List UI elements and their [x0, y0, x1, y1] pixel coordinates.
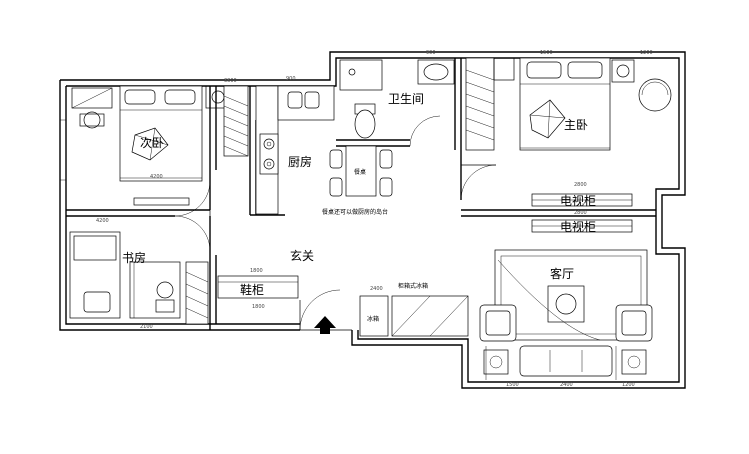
room-label-living: 客厅 [550, 266, 574, 281]
dim-4: 2800 [574, 182, 587, 188]
dimension-marks: 4200 4200 3300 2800 2800 1800 1800 1500 … [96, 50, 653, 388]
room-label-bedroom2: 次卧 [140, 136, 164, 150]
dim-14: 1500 [540, 50, 553, 56]
bedroom2-furniture [60, 85, 232, 206]
room-label-bathroom: 卫生间 [388, 92, 424, 106]
room-label-shoe-cabinet: 鞋柜 [240, 282, 264, 297]
living-furniture [479, 249, 653, 377]
master-furniture [519, 57, 672, 151]
dim-9: 1200 [622, 382, 635, 388]
dim-11: 2400 [370, 286, 383, 292]
dim-8: 1500 [506, 382, 519, 388]
dim-13: 900 [426, 50, 436, 56]
kitchen-furniture [255, 85, 335, 215]
wardrobe-bedroom2 [223, 85, 249, 157]
dim-12: 900 [286, 76, 296, 82]
dim-7: 1800 [252, 304, 265, 310]
room-label-study: 书房 [122, 250, 146, 265]
fridge-label: 冰箱 [367, 315, 379, 323]
fridge-cabinet-note: 柜箱式冰箱 [398, 282, 428, 290]
dim-16: 1200 [640, 50, 653, 56]
room-label-tv2: 电视柜 [560, 219, 596, 234]
room-label-kitchen: 厨房 [288, 154, 312, 169]
dim-3: 3300 [224, 78, 237, 84]
dining-table [329, 145, 393, 197]
dim-2: 4200 [150, 174, 163, 180]
dining-table-label: 餐桌 [354, 168, 366, 176]
tv-cabinets [531, 193, 633, 233]
dim-5: 2800 [574, 210, 587, 216]
dim-15: 2100 [140, 324, 153, 330]
room-label-foyer: 玄关 [290, 248, 314, 263]
dining-table-note: 餐桌还可以做厨房的岛台 [322, 208, 388, 216]
bathroom-fixtures [339, 59, 455, 147]
shoe-cabinet [217, 275, 299, 299]
study-furniture [69, 231, 209, 325]
fridge-cabinet [359, 295, 469, 337]
entrance-arrow-icon [314, 316, 336, 334]
dim-6: 1800 [250, 268, 263, 274]
dim-10: 2400 [560, 382, 573, 388]
room-label-tv1: 电视柜 [560, 193, 596, 208]
room-label-master: 主卧 [564, 118, 588, 132]
dim-1: 4200 [96, 218, 109, 224]
wardrobe-master [465, 57, 515, 151]
